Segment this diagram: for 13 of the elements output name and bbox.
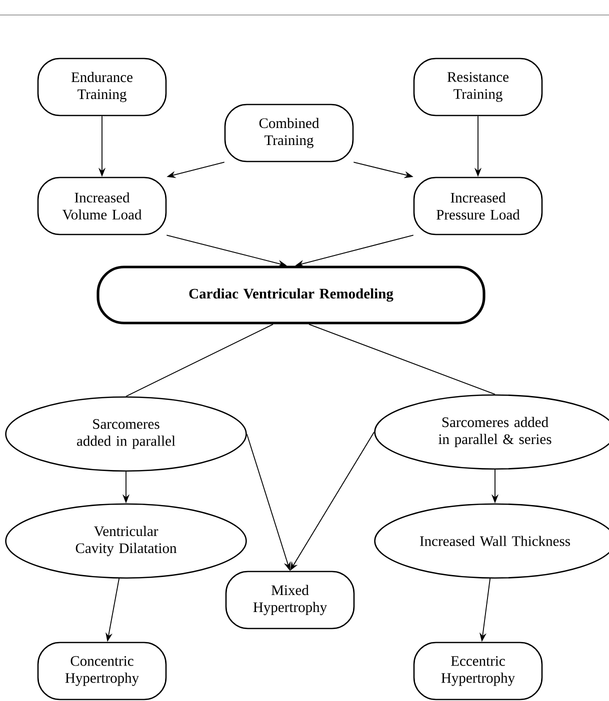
rounded-box: Endurance Training: [37, 58, 167, 116]
rounded-box: Mixed Hypertrophy: [225, 570, 355, 630]
connector-line: [126, 324, 274, 397]
connector-line: [308, 324, 496, 395]
rounded-box: Eccentric Hypertrophy: [413, 642, 543, 700]
rounded-box: Cardiac Ventricular Remodeling: [96, 266, 486, 324]
rounded-box: Resistance Training: [413, 58, 543, 116]
rounded-box: Concentric Hypertrophy: [37, 642, 167, 700]
ellipse-node: Ventricular Cavity Dilatation: [5, 503, 247, 579]
rounded-box: Increased Volume Load: [37, 176, 167, 236]
ellipse-node: Sarcomeres added in parallel: [5, 396, 247, 472]
rounded-box: Combined Training: [224, 104, 354, 162]
rounded-box: Increased Pressure Load: [413, 176, 543, 236]
